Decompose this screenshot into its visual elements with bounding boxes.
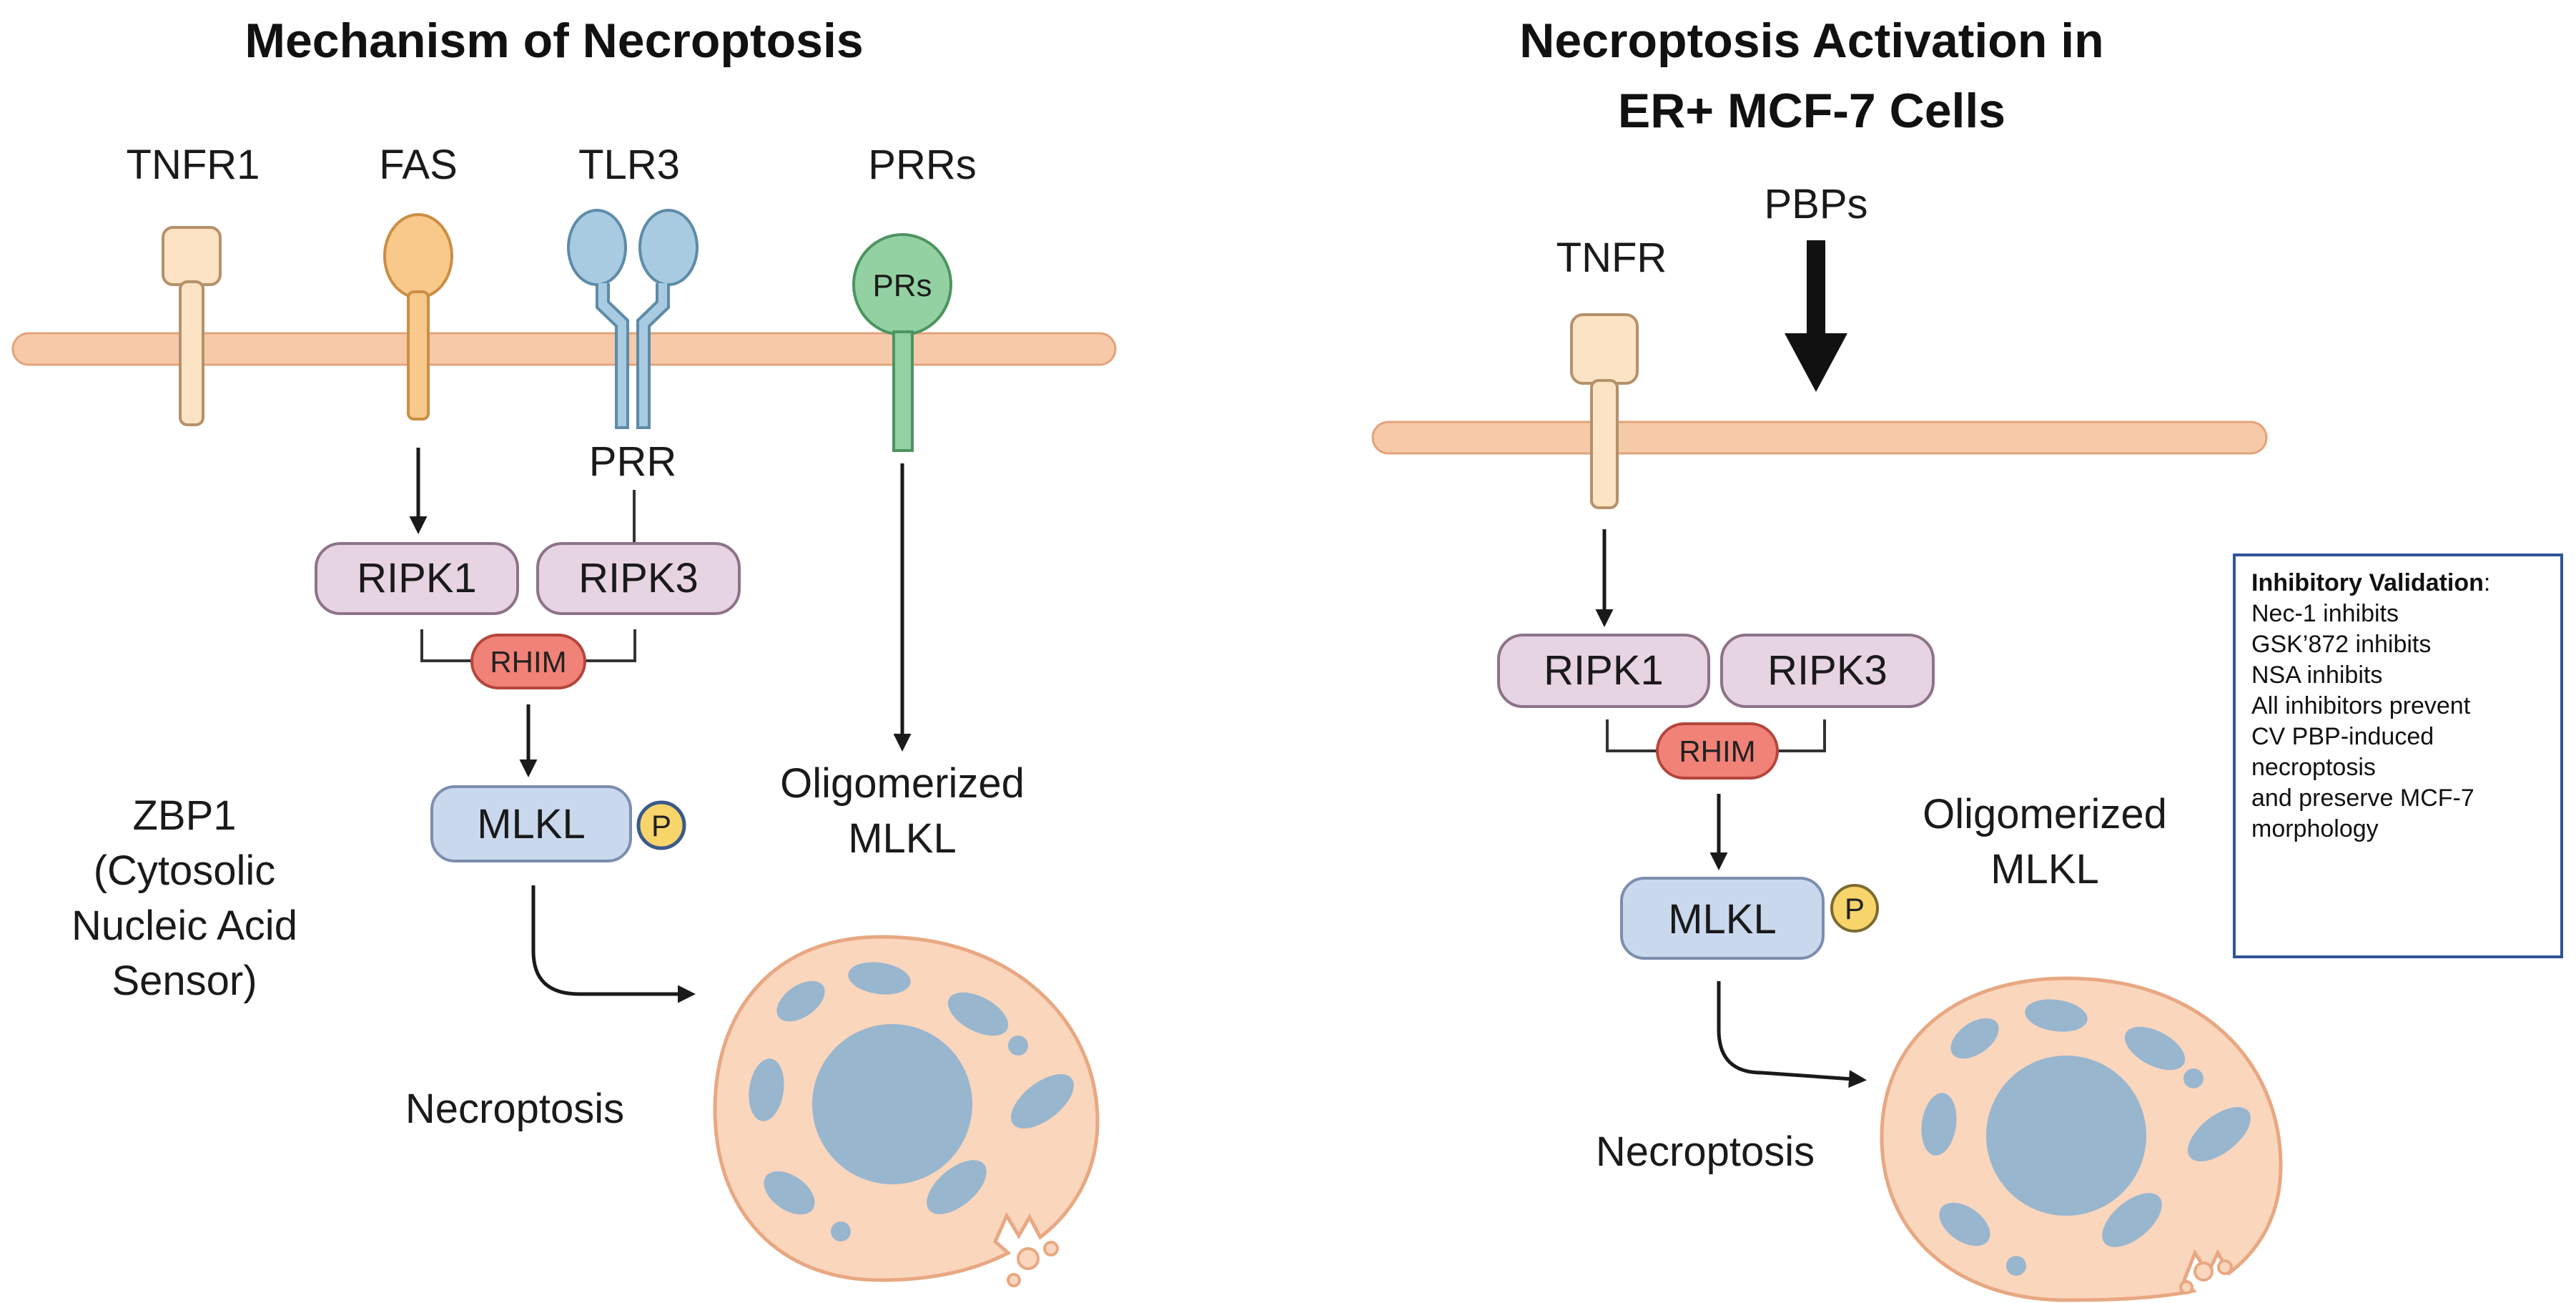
left-ripk3-box (536, 542, 741, 615)
right-mlkl-to-cell-arrow (1717, 981, 1867, 1088)
validation-line-5: CV PBP-induced (2251, 723, 2434, 750)
tnfr1-receptor-icon (162, 226, 222, 426)
right-oligomerized-line-2: MLKL (1990, 846, 2099, 893)
tnfr-label: TNFR (1556, 235, 1667, 281)
right-rhim-bracket (1606, 719, 1826, 752)
prrs-label: PRRs (868, 142, 976, 188)
pbps-arrow-icon (1785, 240, 1847, 392)
right-rhim-label: RHIM (1679, 734, 1755, 768)
left-ripk3-label: RIPK3 (578, 555, 699, 601)
inhibitory-validation-box: Inhibitory Validation: Nec-1 inhibits GS… (2233, 554, 2563, 958)
right-necrotic-cell-icon (1880, 976, 2283, 1302)
prrs-inner-label: PRs (872, 268, 932, 303)
left-oligomerized-line-2: MLKL (848, 815, 957, 862)
left-phospho-label: P (651, 809, 671, 842)
validation-heading: Inhibitory Validation (2251, 569, 2484, 596)
left-rhim-bracket (420, 629, 636, 662)
left-mlkl-box (430, 785, 632, 862)
right-ripk3-label: RIPK3 (1767, 647, 1887, 694)
right-panel-title-line-2: ER+ MCF-7 Cells (1618, 84, 2005, 138)
validation-line-7: and preserve MCF-7 (2251, 785, 2474, 812)
left-ripk1-label: RIPK1 (357, 555, 477, 601)
right-cell-membrane (1371, 421, 2268, 455)
left-mlkl-label: MLKL (477, 801, 586, 847)
left-rhim-pill (470, 634, 586, 689)
mlkl-to-cell-arrow (531, 885, 696, 1003)
validation-heading-colon: : (2483, 569, 2491, 596)
right-oligomerized-line-1: Oligomerized (1923, 791, 2167, 837)
validation-line-6: necroptosis (2251, 754, 2376, 781)
left-rhim-label: RHIM (490, 645, 566, 679)
right-necroptosis-label: Necroptosis (1596, 1129, 1815, 1175)
zbp1-line-1: ZBP1 (132, 792, 236, 839)
right-phospho-label: P (1845, 892, 1865, 925)
tnfr1-label: TNFR1 (127, 142, 260, 188)
validation-line-3: NSA inhibits (2251, 662, 2383, 689)
left-cell-membrane (11, 332, 1117, 366)
pbps-label: PBPs (1764, 181, 1867, 227)
zbp1-line-3: Nucleic Acid (71, 903, 297, 949)
left-panel-title: Mechanism of Necroptosis (245, 14, 863, 68)
left-panel: Mechanism of Necroptosis TNFR1 FAS TLR3 … (11, 14, 1117, 1287)
left-ripk1-box (315, 542, 519, 615)
validation-line-8: morphology (2251, 815, 2379, 842)
validation-line-1: Nec-1 inhibits (2251, 600, 2399, 627)
right-mlkl-box (1620, 877, 1825, 960)
right-panel: Necroptosis Activation in ER+ MCF-7 Cell… (1371, 14, 2283, 1302)
right-ripk1-box (1497, 634, 1710, 708)
left-phospho-badge (636, 800, 686, 850)
right-ripk3-box (1720, 634, 1935, 708)
right-phospho-badge (1830, 884, 1879, 933)
right-rhim-pill (1656, 722, 1779, 780)
tlr3-label: TLR3 (578, 142, 680, 188)
validation-line-4: All inhibitors prevent (2251, 692, 2471, 719)
tnfr-receptor-icon (1570, 313, 1639, 509)
prr-label: PRR (589, 438, 676, 485)
fas-label: FAS (379, 142, 458, 188)
left-necrotic-cell-icon (713, 935, 1100, 1287)
right-ripk1-label: RIPK1 (1544, 647, 1664, 694)
validation-line-2: GSK’872 inhibits (2251, 631, 2432, 658)
right-panel-title-line-1: Necroptosis Activation in (1519, 14, 2103, 68)
fas-receptor-icon (383, 213, 453, 421)
zbp1-line-4: Sensor) (112, 958, 257, 1004)
prrs-receptor-icon: PRs (852, 233, 952, 452)
left-oligomerized-line-1: Oligomerized (780, 760, 1025, 807)
validation-heading-row: Inhibitory Validation: (2251, 568, 2545, 599)
tlr3-receptor-icon (567, 209, 699, 429)
right-mlkl-label: MLKL (1668, 896, 1777, 943)
left-necroptosis-label: Necroptosis (405, 1086, 624, 1132)
zbp1-line-2: (Cytosolic (94, 847, 276, 894)
